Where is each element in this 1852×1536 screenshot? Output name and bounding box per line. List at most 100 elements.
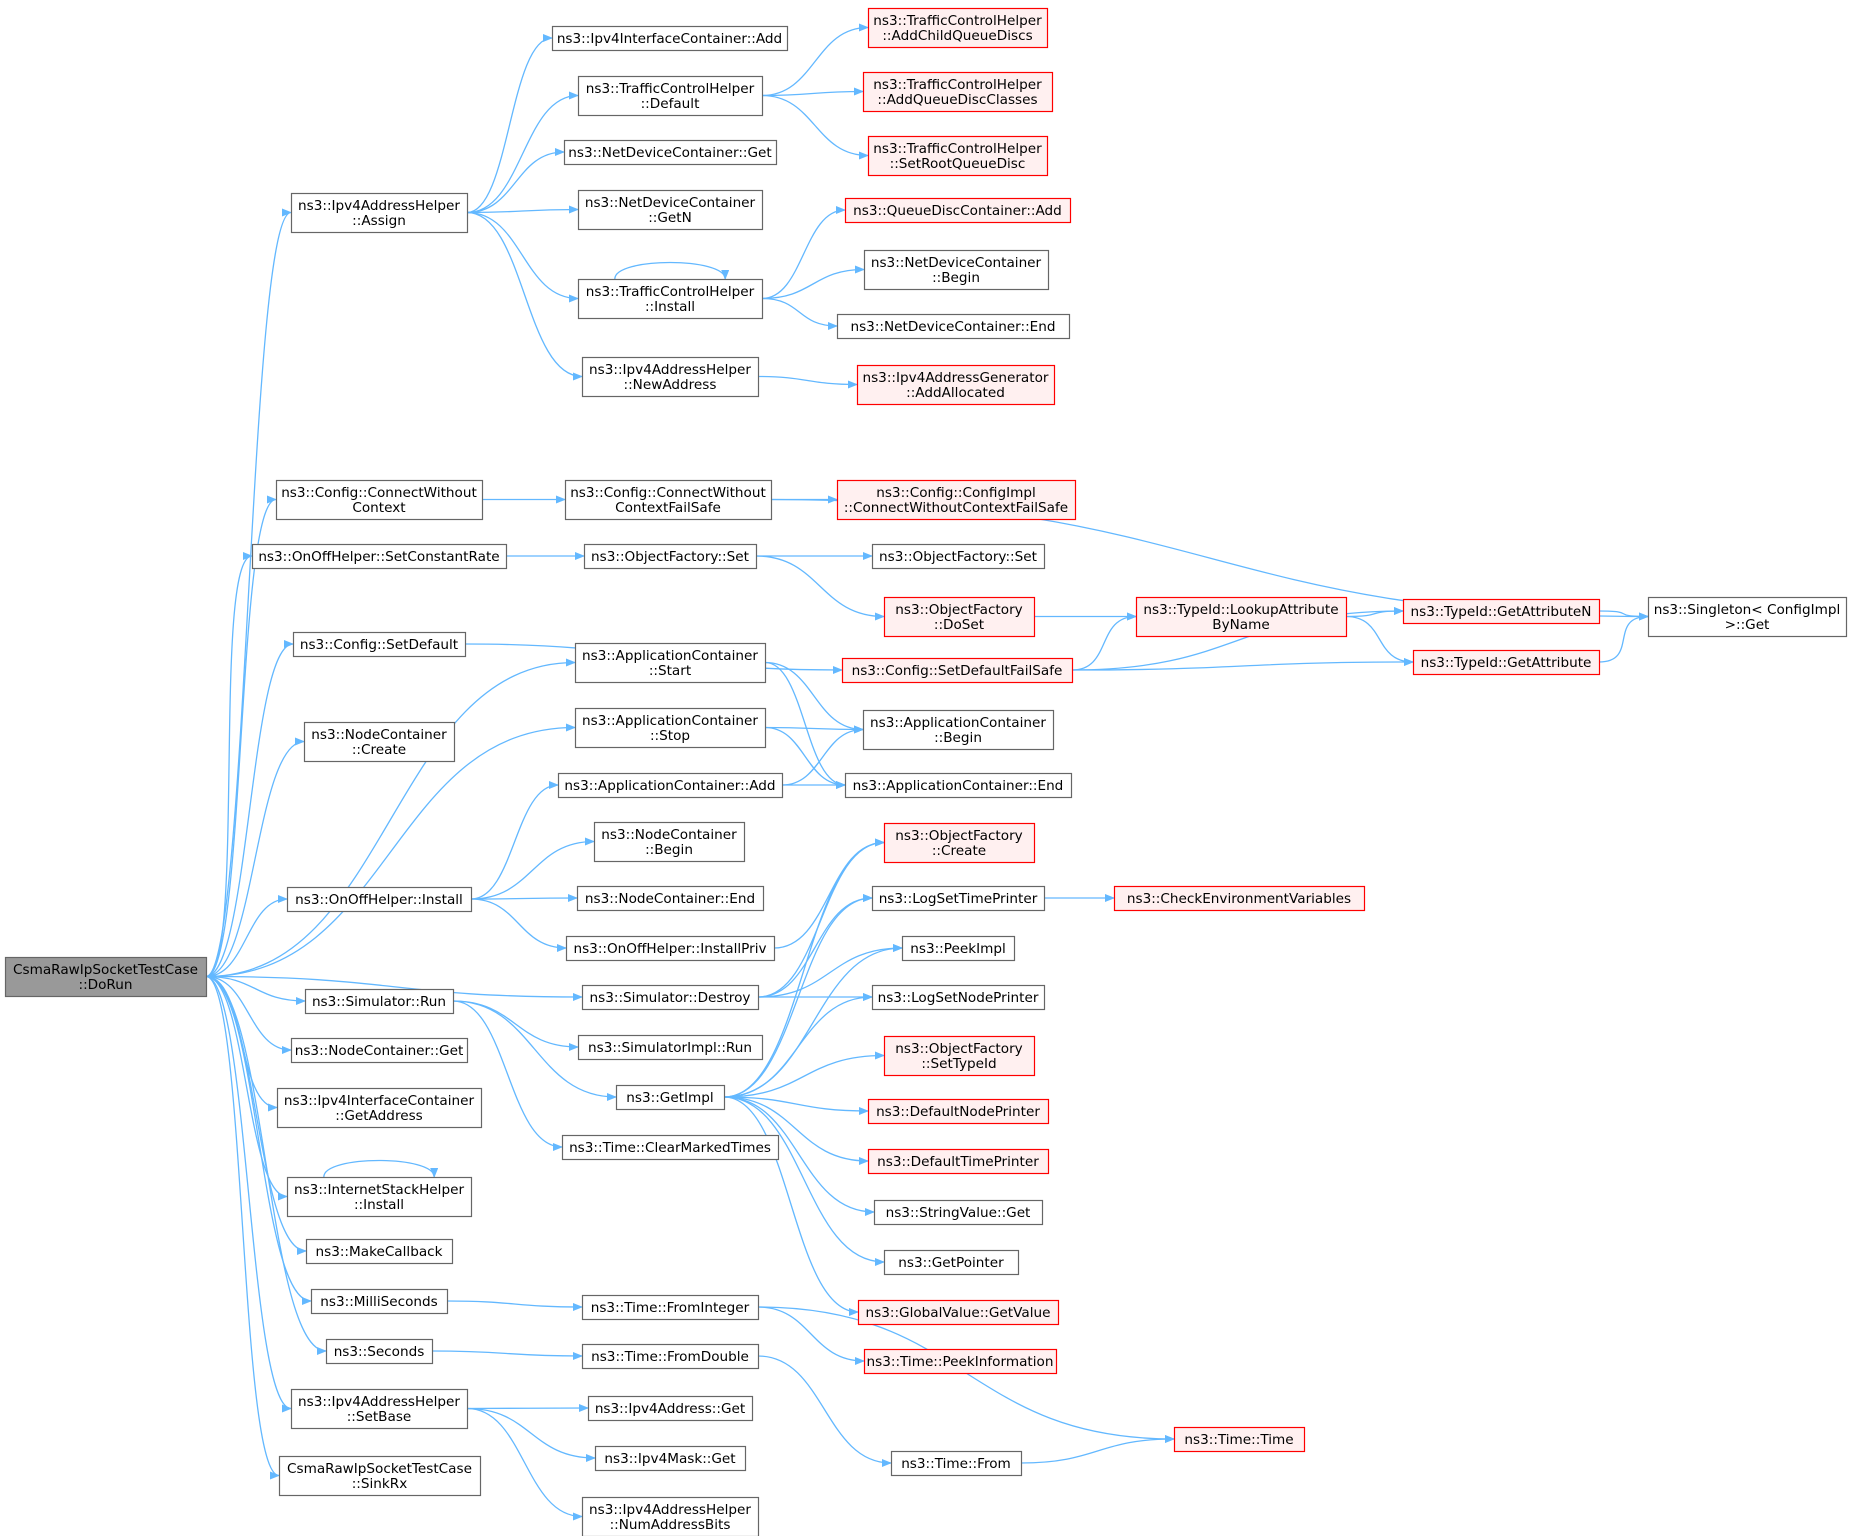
node-nodecont_create[interactable]: ns3::NodeContainer::Create [303,721,456,763]
node-typeid_getattrn[interactable]: ns3::TypeId::GetAttributeN [1402,598,1601,625]
edge-root-to-nodecont_get [205,975,292,1054]
node-config_sdfs[interactable]: ns3::Config::SetDefaultFailSafe [841,657,1074,684]
node-label: ns3::ApplicationContainer [582,713,758,729]
node-box [863,249,1050,291]
node-of_set2[interactable]: ns3::ObjectFactory::Set [871,543,1046,570]
node-ipv4ah_numbits[interactable]: ns3::Ipv4AddressHelper::NumAddressBits [581,1496,760,1536]
node-configimpl_cwcfs[interactable]: ns3::Config::ConfigImpl::ConnectWithoutC… [836,479,1077,521]
node-label: ns3::NodeContainer [601,827,737,843]
node-of_settypeid[interactable]: ns3::ObjectFactory::SetTypeId [883,1035,1036,1077]
node-logsetnodeprinter[interactable]: ns3::LogSetNodePrinter [871,984,1046,1011]
node-label: ns3::TypeId::GetAttribute [1421,655,1592,671]
node-onoff_installpriv[interactable]: ns3::OnOffHelper::InstallPriv [565,935,776,962]
node-tch_setroot[interactable]: ns3::TrafficControlHelper::SetRootQueueD… [867,135,1049,177]
node-ipv4addr_get[interactable]: ns3::Ipv4Address::Get [587,1395,754,1422]
node-getpointer[interactable]: ns3::GetPointer [883,1249,1020,1276]
edge-tch_default-to-tch_addclasses [761,87,864,97]
node-label: ns3::OnOffHelper::SetConstantRate [258,549,499,565]
node-box [310,1288,449,1315]
node-label: ns3::TrafficControlHelper [873,77,1042,93]
node-sim_run[interactable]: ns3::Simulator::Run [304,988,455,1015]
node-ndc_begin[interactable]: ns3::NetDeviceContainer::Begin [863,249,1050,291]
node-singleton_get[interactable]: ns3::Singleton< ConfigImpl >::Get [1647,596,1848,638]
edge-sim_run-to-getimpl [452,1000,617,1101]
node-ipv4ah_newaddr[interactable]: ns3::Ipv4AddressHelper::NewAddress [581,356,760,398]
node-ndc_get[interactable]: ns3::NetDeviceContainer::Get [563,139,778,166]
edges-layer [205,23,1649,1521]
node-tch_default[interactable]: ns3::TrafficControlHelper::Default [577,75,764,117]
node-defaultnodeprinter[interactable]: ns3::DefaultNodePrinter [867,1098,1050,1125]
node-seconds[interactable]: ns3::Seconds [325,1338,434,1365]
node-appc_end[interactable]: ns3::ApplicationContainer::End [844,772,1073,799]
node-label: ns3::DefaultTimePrinter [877,1154,1039,1170]
node-defaulttimeprinter[interactable]: ns3::DefaultTimePrinter [867,1148,1050,1175]
node-config_cwcfs[interactable]: ns3::Config::ConnectWithoutContextFailSa… [564,479,773,521]
edge-ipv4ah_newaddr-to-ipv4ag_addalloc [757,375,858,389]
node-tch_install[interactable]: ns3::TrafficControlHelper::Install [577,278,764,320]
node-root[interactable]: CsmaRawIpSocketTestCase::DoRun [4,956,208,998]
node-ipv4ag_addalloc[interactable]: ns3::Ipv4AddressGenerator::AddAllocated [856,364,1056,406]
node-config_setdefault[interactable]: ns3::Config::SetDefault [292,631,467,658]
node-tch_addchild[interactable]: ns3::TrafficControlHelper::AddChildQueue… [867,7,1049,49]
node-box [862,71,1054,113]
node-time_frominteger[interactable]: ns3::Time::FromInteger [581,1294,760,1321]
node-time_clearmarked[interactable]: ns3::Time::ClearMarkedTimes [561,1134,780,1161]
edge-appc_start-to-appc_begin [764,661,864,734]
node-box [1113,885,1366,912]
node-ndc_getn[interactable]: ns3::NetDeviceContainer::GetN [577,189,764,231]
node-label: ns3::ApplicationContainer [582,648,758,664]
node-stringvalue_get[interactable]: ns3::StringValue::Get [873,1199,1044,1226]
node-qdc_add[interactable]: ns3::QueueDiscContainer::Add [844,197,1072,224]
node-nodecont_end[interactable]: ns3::NodeContainer::End [576,885,765,912]
node-onoff_install[interactable]: ns3::OnOffHelper::Install [286,886,473,913]
node-appc_start[interactable]: ns3::ApplicationContainer::Start [574,642,767,684]
node-label: ns3::Ipv4AddressHelper [298,198,460,214]
node-config_connect[interactable]: ns3::Config::ConnectWithoutContext [275,479,484,521]
node-checkenv[interactable]: ns3::CheckEnvironmentVariables [1113,885,1366,912]
node-milliseconds[interactable]: ns3::MilliSeconds [310,1288,449,1315]
node-peekimpl[interactable]: ns3::PeekImpl [901,935,1016,962]
edge-typeid_getattr-to-singleton_get [1598,612,1649,663]
node-ipv4ah_setbase[interactable]: ns3::Ipv4AddressHelper::SetBase [290,1388,469,1430]
node-makecallback[interactable]: ns3::MakeCallback [305,1238,454,1265]
node-ipv4ic_add[interactable]: ns3::Ipv4InterfaceContainer::Add [551,25,789,52]
node-box [581,984,760,1011]
node-box [1135,596,1348,638]
node-time_from[interactable]: ns3::Time::From [890,1450,1023,1477]
node-label: ns3::Config::ConnectWithout [281,485,477,501]
node-globalvalue_getvalue[interactable]: ns3::GlobalValue::GetValue [857,1299,1060,1326]
node-onoff_setrate[interactable]: ns3::OnOffHelper::SetConstantRate [251,543,508,570]
node-of_doset[interactable]: ns3::ObjectFactory::DoSet [883,596,1036,638]
node-box [883,1035,1036,1077]
node-time_peekinfo[interactable]: ns3::Time::PeekInformation [863,1348,1058,1375]
node-sim_destroy[interactable]: ns3::Simulator::Destroy [581,984,760,1011]
node-ipv4mask_get[interactable]: ns3::Ipv4Mask::Get [594,1445,747,1472]
edge-ipv4ah_assign-to-tch_install [466,211,579,303]
node-ipv4ah_assign[interactable]: ns3::Ipv4AddressHelper::Assign [290,192,469,234]
node-label: ns3::Time::FromDouble [591,1349,749,1365]
node-box [251,543,508,570]
node-of_set[interactable]: ns3::ObjectFactory::Set [583,543,758,570]
node-of_create[interactable]: ns3::ObjectFactory::Create [883,822,1036,864]
node-label: ns3::StringValue::Get [886,1205,1031,1221]
node-getimpl[interactable]: ns3::GetImpl [615,1084,726,1111]
node-ndc_end[interactable]: ns3::NetDeviceContainer::End [836,313,1071,340]
node-ish_install[interactable]: ns3::InternetStackHelper::Install [286,1176,473,1218]
node-time_fromdouble[interactable]: ns3::Time::FromDouble [581,1343,760,1370]
node-appc_begin[interactable]: ns3::ApplicationContainer::Begin [862,709,1055,751]
edge-of_set-to-of_doset [755,555,885,621]
node-appc_stop[interactable]: ns3::ApplicationContainer::Stop [574,707,767,749]
node-time_time[interactable]: ns3::Time::Time [1173,1426,1306,1453]
node-ipv4ic_getaddr[interactable]: ns3::Ipv4InterfaceContainer::GetAddress [276,1087,483,1129]
node-box [871,984,1046,1011]
node-appc_add[interactable]: ns3::ApplicationContainer::Add [557,772,784,799]
node-logsettimeprinter[interactable]: ns3::LogSetTimePrinter [871,885,1046,912]
node-nodecont_begin[interactable]: ns3::NodeContainer::Begin [593,821,746,863]
node-box [883,1249,1020,1276]
node-typeid_getattr[interactable]: ns3::TypeId::GetAttribute [1412,649,1601,676]
node-nodecont_get[interactable]: ns3::NodeContainer::Get [290,1037,469,1064]
node-tch_addclasses[interactable]: ns3::TrafficControlHelper::AddQueueDiscC… [862,71,1054,113]
node-simimpl_run[interactable]: ns3::SimulatorImpl::Run [577,1034,764,1061]
node-sinkrx[interactable]: CsmaRawIpSocketTestCase::SinkRx [278,1455,482,1497]
